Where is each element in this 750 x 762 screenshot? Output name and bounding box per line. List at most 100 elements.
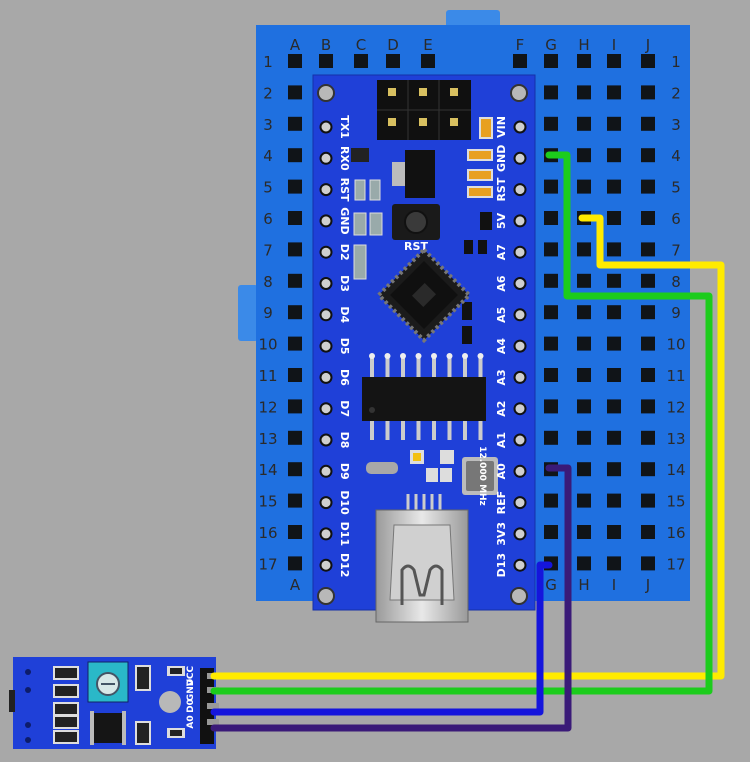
nano-pin-label: A4: [495, 338, 508, 355]
breadboard-hole: [641, 242, 655, 257]
nano-pin: [319, 214, 333, 228]
breadboard-hole: [577, 399, 591, 414]
breadboard-row-label: 11: [258, 367, 277, 385]
mount-hole: [317, 84, 335, 102]
breadboard-hole: [607, 179, 621, 194]
breadboard-row-label: 4: [671, 147, 681, 165]
breadboard-column-label: F: [516, 36, 525, 54]
nano-pin-label: A2: [495, 401, 508, 417]
breadboard-hole: [607, 462, 621, 477]
nano-pin: [319, 245, 333, 259]
usb-pin: [430, 494, 434, 512]
nano-pin-label: A0: [495, 463, 508, 480]
nano-pin-label: D7: [338, 400, 351, 417]
nano-pin-label: D8: [338, 432, 351, 449]
breadboard-hole: [288, 242, 302, 257]
breadboard-row-label: 11: [666, 367, 685, 385]
nano-pin: [513, 214, 527, 228]
breadboard-hole: [288, 305, 302, 320]
breadboard-row-label: 3: [671, 116, 681, 134]
breadboard-row-label: 17: [666, 555, 685, 573]
breadboard-row-label: 13: [666, 430, 685, 448]
wire-blue: [210, 561, 553, 716]
breadboard-hole: [607, 85, 621, 100]
breadboard-hole: [641, 148, 655, 163]
breadboard-hole: [607, 336, 621, 351]
breadboard-column-label: H: [578, 36, 589, 54]
nano-pin: [319, 496, 333, 510]
chip-leg: [416, 420, 421, 440]
breadboard-hole: [544, 273, 558, 288]
breadboard-row-label: 10: [258, 336, 277, 354]
nano-pin-label: D6: [338, 369, 351, 386]
mount-hole: [317, 587, 335, 605]
breadboard-hole: [607, 211, 621, 225]
nano-pin: [513, 245, 527, 259]
breadboard-row-label: 9: [671, 304, 681, 322]
arduino-nano: RST 12.000 MHz: [312, 74, 536, 623]
nano-pin-label: D9: [338, 463, 351, 480]
nano-pin-label: A3: [495, 369, 508, 385]
breadboard-row-label: 13: [258, 430, 277, 448]
breadboard-hole: [641, 556, 655, 571]
breadboard-hole: [544, 399, 558, 414]
breadboard-side-tab: [238, 285, 258, 341]
breadboard-row-label: 17: [258, 555, 277, 573]
chip-leg: [463, 356, 467, 378]
breadboard-hole: [577, 242, 591, 257]
breadboard-row-label: 1: [671, 53, 681, 71]
sensor-pin-label: GND: [186, 679, 196, 701]
breadboard-row-label: 1: [263, 53, 273, 71]
breadboard-hole: [641, 493, 655, 508]
nano-pin-label: RST: [495, 177, 508, 201]
usb-serial-chip: [362, 353, 486, 440]
breadboard-hole: [641, 368, 655, 382]
nano-pin-label: GND: [495, 145, 508, 172]
breadboard-hole: [544, 211, 558, 225]
breadboard-column-label: J: [645, 576, 650, 594]
chip-leg: [463, 420, 467, 440]
chip-leg: [478, 356, 483, 378]
breadboard-column-label: E: [423, 36, 432, 54]
breadboard-hole: [641, 399, 655, 414]
breadboard-row-label: 7: [263, 241, 273, 259]
chip-leg: [384, 353, 391, 359]
breadboard-row-label: 16: [258, 524, 277, 542]
breadboard-hole: [544, 368, 558, 382]
wire-green: [210, 151, 713, 695]
breadboard-hole: [288, 556, 302, 571]
nano-pin: [319, 433, 333, 447]
breadboard-hole: [577, 148, 591, 163]
nano-pin: [319, 402, 333, 416]
nano-pin: [513, 496, 527, 510]
breadboard-hole: [386, 54, 400, 68]
breadboard-column-label: A: [290, 36, 301, 54]
breadboard-hole: [288, 179, 302, 194]
breadboard-hole: [288, 462, 302, 477]
breadboard-hole: [577, 368, 591, 382]
chip-leg: [385, 420, 390, 440]
nano-pin-label: VIN: [495, 116, 508, 138]
breadboard-row-label: 12: [258, 398, 277, 416]
icsp-header: [377, 80, 471, 140]
breadboard-hole: [577, 273, 591, 288]
breadboard-hole: [607, 368, 621, 382]
breadboard-hole: [288, 85, 302, 100]
nano-pin: [513, 433, 527, 447]
usb-connector: [375, 494, 469, 623]
breadboard-hole: [577, 85, 591, 100]
breadboard-hole: [319, 54, 333, 68]
breadboard-hole: [288, 430, 302, 445]
nano-pin: [319, 151, 333, 165]
breadboard-hole: [641, 179, 655, 194]
sensor-pin-label: A0: [186, 715, 196, 728]
microcontroller-chip: [375, 246, 473, 344]
nano-pin: [513, 277, 527, 290]
chip-leg: [446, 353, 453, 359]
mount-hole: [510, 587, 528, 605]
breadboard-hole: [577, 336, 591, 351]
usb-pin: [422, 494, 426, 512]
nano-pin: [319, 277, 333, 290]
breadboard-hole: [288, 399, 302, 414]
